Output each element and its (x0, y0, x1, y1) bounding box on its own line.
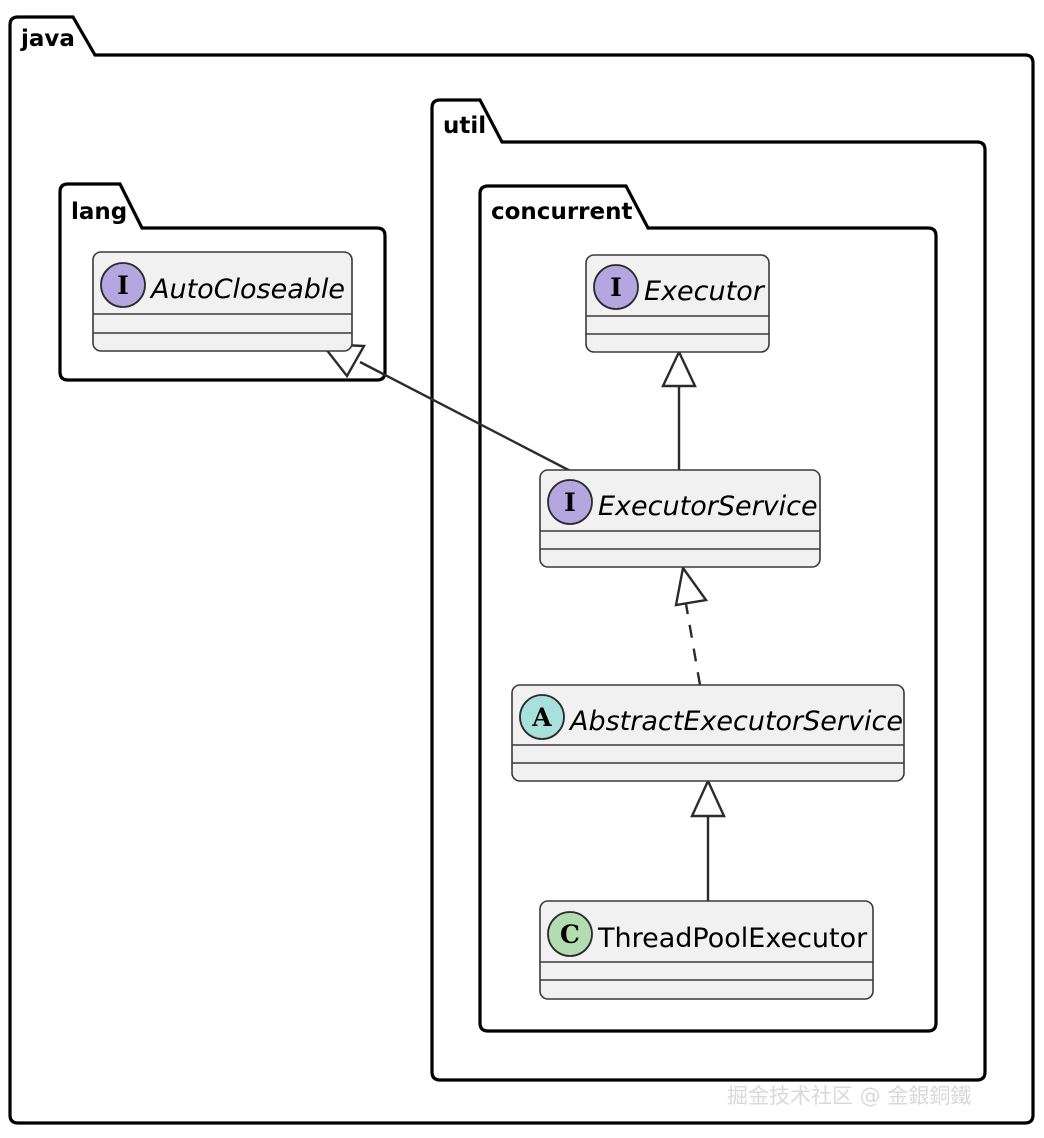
class-box-abstractexecutorservice[interactable]: A AbstractExecutorService (511, 684, 905, 782)
stereotype-letter: C (560, 920, 580, 949)
stereotype-class-icon (547, 911, 593, 957)
stereotype-letter: I (610, 273, 622, 302)
class-box-frame (92, 251, 353, 352)
class-box-executorservice[interactable]: I ExecutorService (539, 469, 821, 568)
generalization-arrowhead (661, 349, 697, 388)
edge-abstractexecutorservice-implements-executorservice[interactable] (674, 565, 709, 686)
edge-threadpoolexecutor-extends-abstractexecutorservice[interactable] (690, 778, 726, 901)
class-name-label: Executor (644, 276, 766, 307)
stereotype-letter: I (117, 271, 129, 300)
package-label: java (20, 26, 75, 52)
class-box-executor[interactable]: I Executor (585, 254, 770, 353)
generalization-arrowhead (690, 778, 726, 818)
class-box-threadpoolexecutor[interactable]: C ThreadPoolExecutor (539, 900, 874, 1000)
class-box-frame (539, 469, 821, 568)
class-name-label: ThreadPoolExecutor (597, 923, 868, 954)
package-concurrent[interactable]: concurrent (478, 184, 938, 1033)
package-label: util (443, 113, 486, 139)
realization-arrowhead (674, 565, 709, 607)
stereotype-letter: I (564, 488, 576, 517)
relations-layer (319, 342, 726, 901)
packages-layer: java lang util concurrent (8, 15, 1035, 1125)
stereotype-letter: A (531, 703, 552, 732)
stereotype-interface-icon (547, 479, 593, 525)
edge-line (359, 360, 583, 479)
package-outline (478, 184, 938, 1033)
class-name-label: AutoCloseable (149, 274, 345, 305)
class-name-label: ExecutorService (598, 491, 818, 522)
stereotype-interface-icon (100, 262, 146, 308)
edge-executorservice-extends-executor[interactable] (661, 349, 697, 470)
class-box-frame (539, 900, 874, 1000)
watermark-text: 掘金技术社区 @ 金銀銅鐵 (727, 1084, 971, 1108)
class-box-frame (511, 684, 905, 782)
package-label: lang (71, 199, 127, 225)
package-label: concurrent (491, 199, 632, 225)
class-name-label: AbstractExecutorService (568, 706, 903, 737)
stereotype-abstract-icon (519, 694, 565, 740)
class-box-autocloseable[interactable]: I AutoCloseable (92, 251, 353, 352)
stereotype-interface-icon (593, 264, 639, 310)
